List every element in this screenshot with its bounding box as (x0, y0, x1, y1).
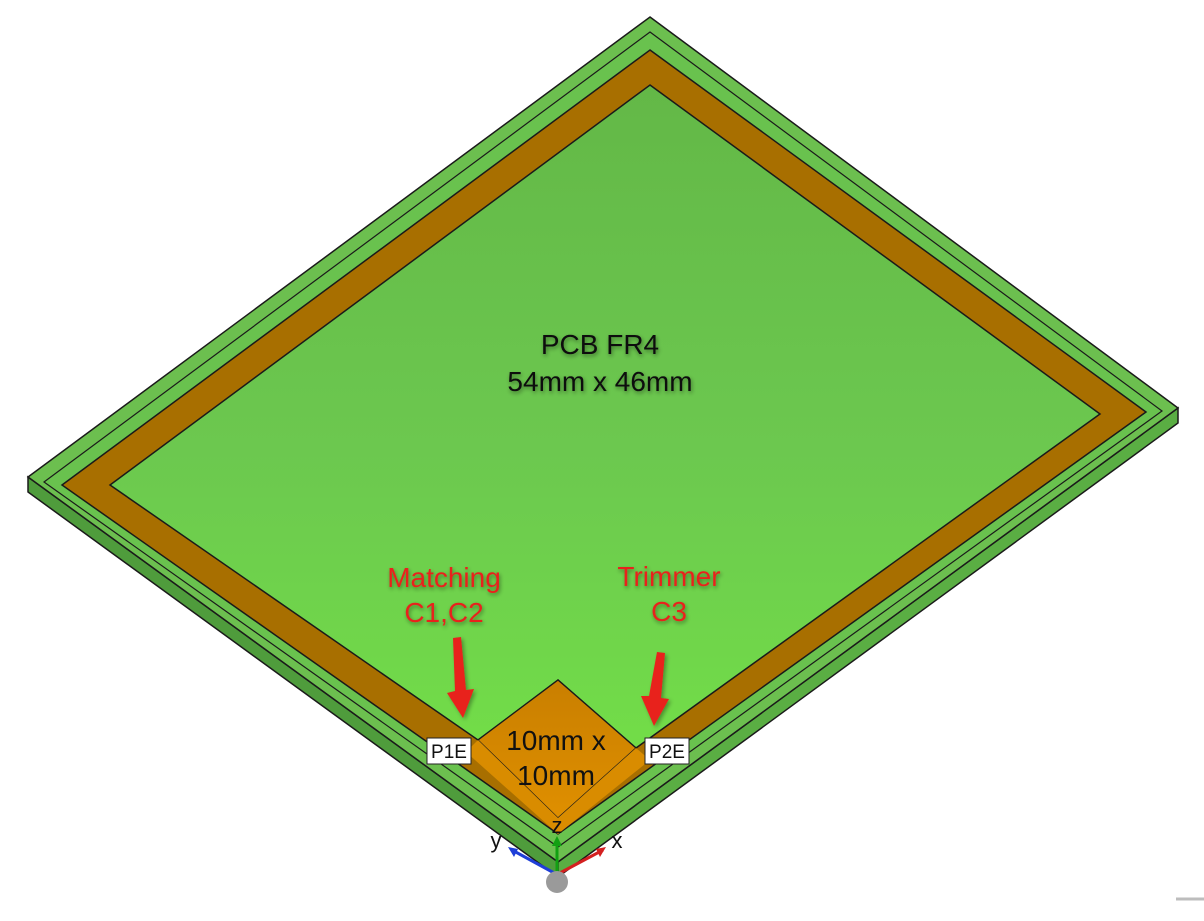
port-p1-label: P1E (431, 742, 467, 763)
board-size: 54mm x 46mm (507, 366, 692, 397)
axis-x-line (557, 848, 604, 876)
axis-x-label: x (612, 828, 623, 853)
patch-size-line2: 10mm (517, 760, 595, 791)
axis-x-arrowhead (596, 847, 606, 857)
board-title: PCB FR4 (541, 329, 659, 360)
axis-triad: x y z (491, 813, 623, 893)
matching-label-line2: C1,C2 (404, 597, 483, 628)
axis-y-line (511, 848, 557, 876)
trimmer-arrow (641, 652, 669, 726)
axis-z-arrowhead (552, 836, 562, 846)
trimmer-label-line1: Trimmer (617, 561, 720, 592)
matching-arrow (447, 637, 474, 718)
axis-y-label: y (491, 828, 502, 853)
port-p2: P2E (644, 737, 690, 765)
axis-y-arrowhead (508, 847, 518, 857)
copper-patch-connector (466, 740, 650, 834)
axis-z-label: z (552, 813, 563, 838)
matching-label-line1: Matching (387, 562, 501, 593)
axis-origin (546, 871, 568, 893)
port-p1: P1E (426, 737, 472, 765)
port-p2-label: P2E (649, 742, 685, 763)
patch-size-line1: 10mm x (506, 725, 606, 756)
trimmer-label-line2: C3 (651, 596, 687, 627)
